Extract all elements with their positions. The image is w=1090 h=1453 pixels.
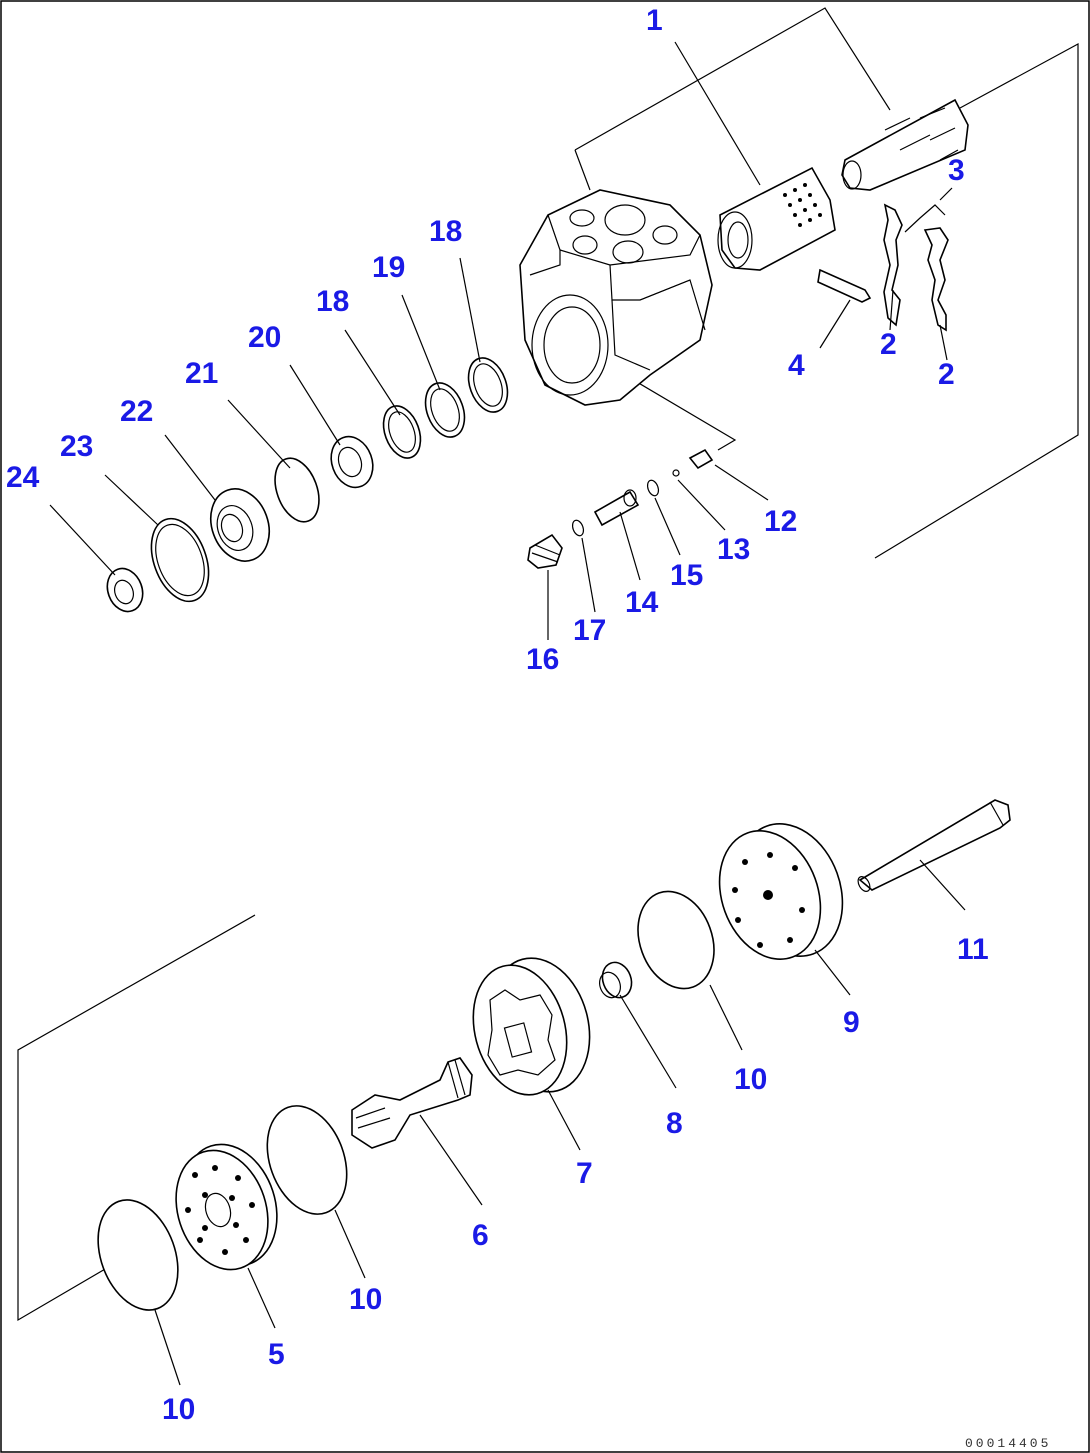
figure-code: 00014405 [965, 1436, 1051, 1451]
bolt [857, 799, 1011, 892]
spacer [599, 961, 633, 999]
centering-springs [883, 203, 949, 332]
valve-housing [519, 189, 713, 406]
callout-10: 10 [349, 1283, 382, 1316]
phantom-outline-lower [17, 914, 256, 1322]
upper-leader-lines [49, 41, 953, 640]
spool-sleeve [717, 166, 836, 271]
upper-seal-stack [106, 357, 509, 613]
o-ring-left [97, 1199, 179, 1311]
callout-14: 14 [625, 586, 659, 619]
callout-5: 5 [268, 1338, 285, 1371]
callout-4: 4 [788, 349, 805, 382]
drive-shaft [351, 1057, 473, 1149]
callout-2: 2 [880, 328, 897, 361]
distributor-plate [175, 1143, 278, 1271]
pin [817, 268, 872, 303]
callout-19: 19 [372, 251, 405, 284]
callout-8: 8 [666, 1107, 683, 1140]
callout-10: 10 [162, 1393, 195, 1426]
callout-2: 2 [938, 358, 955, 391]
callout-17: 17 [573, 614, 606, 647]
callout-18: 18 [429, 215, 462, 248]
callout-12: 12 [764, 505, 797, 538]
lower-leader-lines [154, 859, 966, 1386]
callout-13: 13 [717, 533, 750, 566]
callout-15: 15 [670, 559, 703, 592]
spool [841, 98, 969, 191]
callout-6: 6 [472, 1219, 489, 1252]
callout-1: 1 [646, 4, 663, 37]
callout-3: 3 [948, 154, 965, 187]
gerotor-set [472, 957, 591, 1096]
o-ring-right [637, 890, 715, 990]
callout-labels: 1 2 2 3 4 5 6 7 8 9 10 10 10 11 12 13 14… [6, 4, 989, 1426]
callout-7: 7 [576, 1157, 593, 1190]
end-cap [718, 823, 844, 960]
callout-18: 18 [316, 285, 349, 318]
callout-24: 24 [6, 461, 40, 494]
group-bracket-part-1 [574, 7, 891, 191]
phantom-outline-upper [619, 42, 1079, 559]
o-ring-middle [266, 1105, 348, 1215]
callout-16: 16 [526, 643, 559, 676]
callout-11: 11 [957, 933, 989, 966]
callout-21: 21 [185, 357, 218, 390]
relief-valve-parts [527, 448, 714, 569]
callout-22: 22 [120, 395, 153, 428]
callout-10: 10 [734, 1063, 767, 1096]
callout-20: 20 [248, 321, 281, 354]
callout-9: 9 [843, 1006, 860, 1039]
callout-23: 23 [60, 430, 93, 463]
